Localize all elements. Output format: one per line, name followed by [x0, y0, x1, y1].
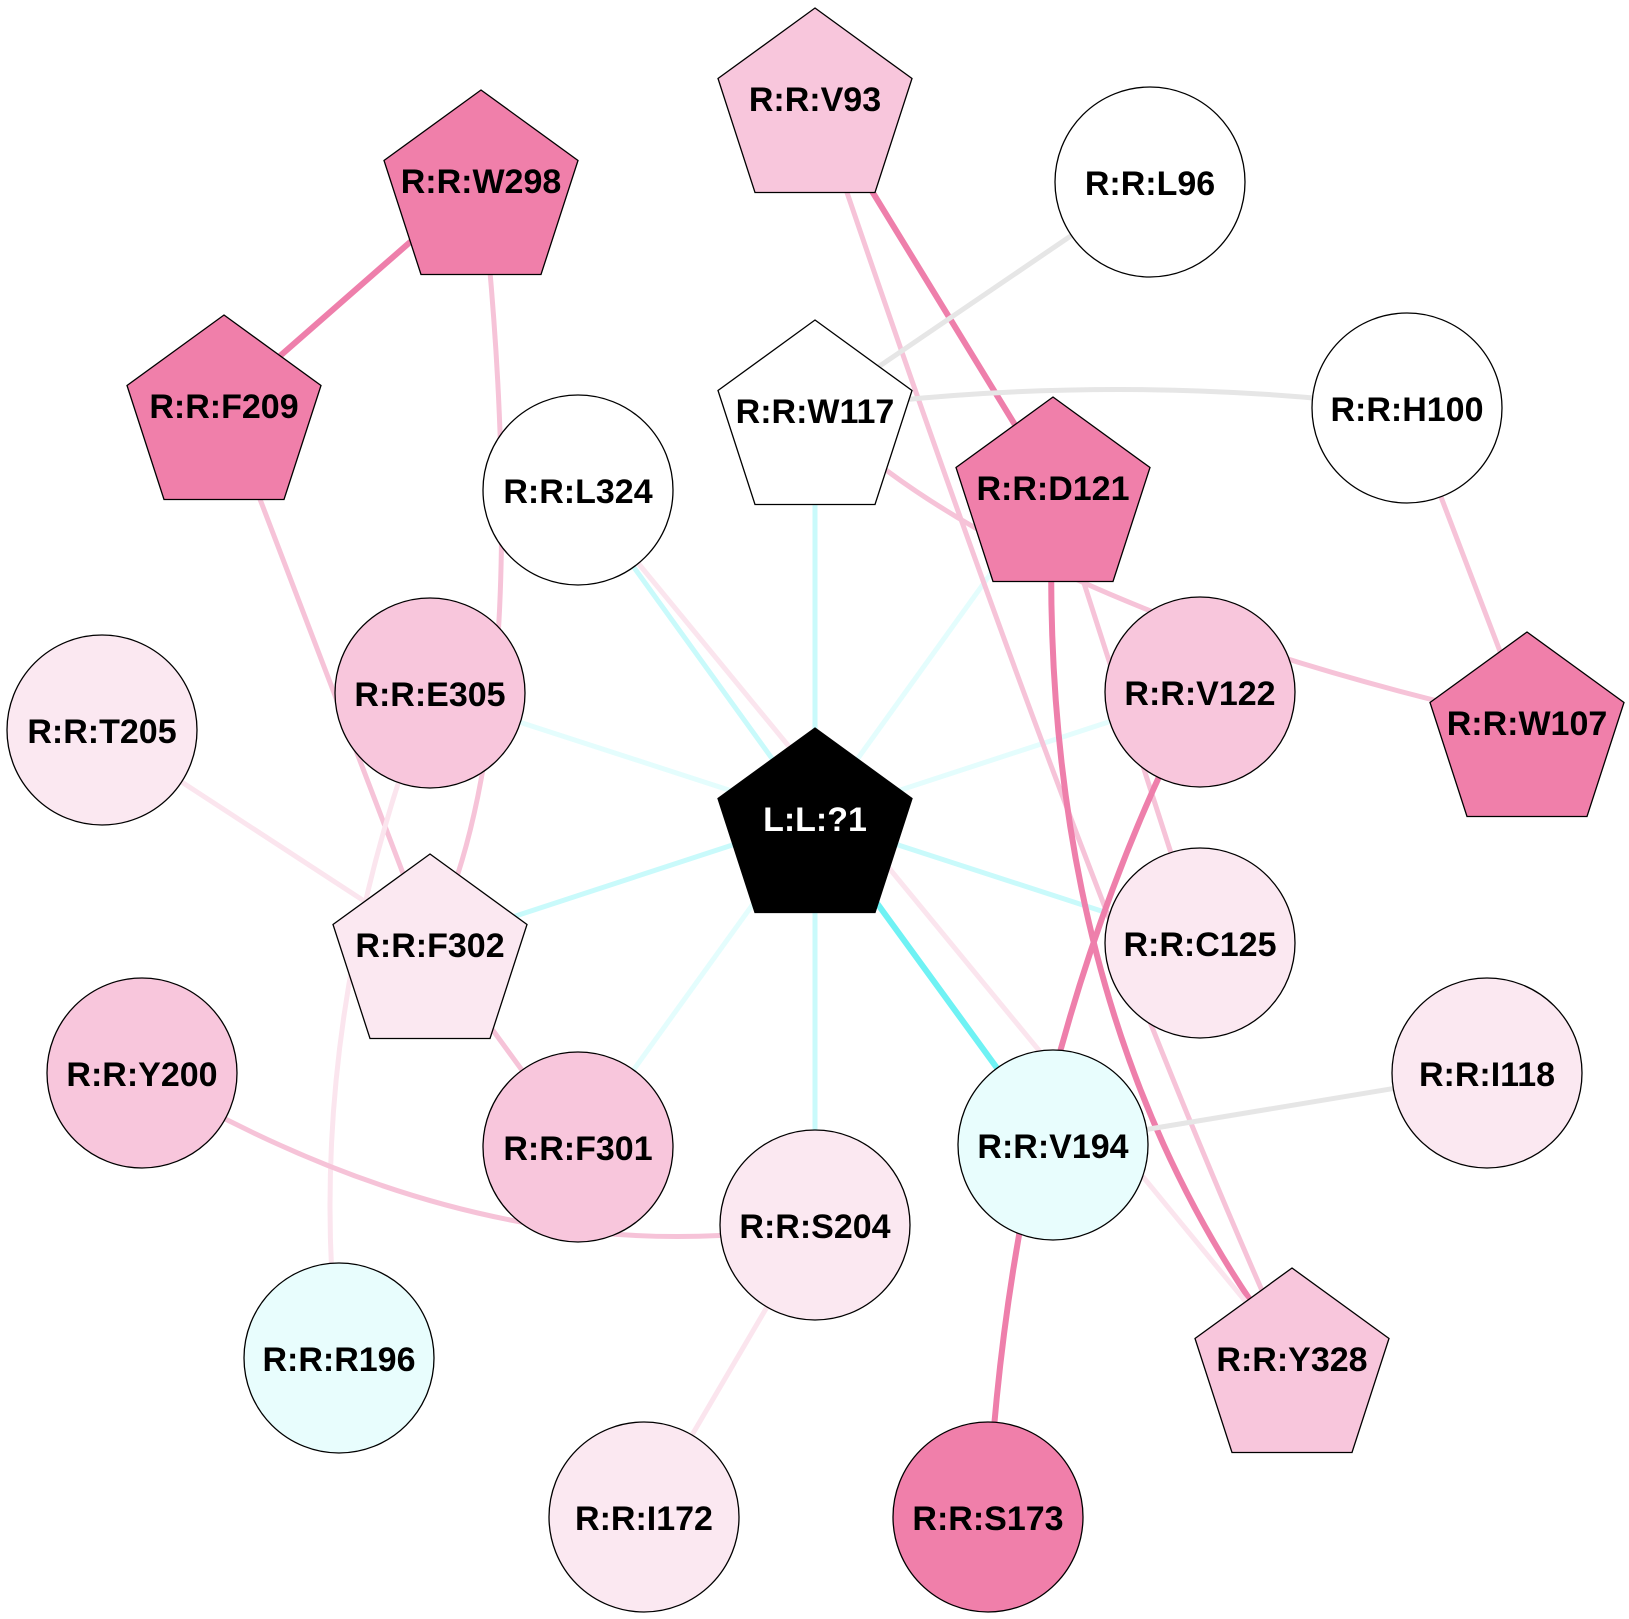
node-r-r-f301[interactable]: R:R:F301: [482, 1051, 674, 1243]
node-r-r-s204[interactable]: R:R:S204: [719, 1129, 911, 1321]
node-shape-r-r-r196: [243, 1262, 435, 1454]
node-shape-r-r-y200: [46, 977, 238, 1169]
node-label-r-r-y328: R:R:Y328: [1216, 1341, 1367, 1379]
node-label-r-r-w107: R:R:W107: [1447, 705, 1608, 743]
edge-R-R-L324-to-R-R-Y328: [575, 487, 1295, 1361]
edge-R-R-Y200-to-R-R-S204: [139, 1070, 818, 1240]
node-r-r-w117[interactable]: R:R:W117: [717, 319, 913, 506]
node-r-r-f209[interactable]: R:R:F209: [126, 314, 322, 501]
node-shape-r-r-f301: [482, 1051, 674, 1243]
node-label-r-r-w298: R:R:W298: [401, 163, 562, 201]
node-shape-r-r-l96: [1054, 86, 1246, 278]
node-label-r-r-t205: R:R:T205: [27, 713, 176, 751]
node-label-r-r-i172: R:R:I172: [575, 1500, 713, 1538]
node-shape-r-r-i118: [1391, 977, 1583, 1169]
node-r-r-f302[interactable]: R:R:F302: [332, 853, 528, 1040]
node-l-l-1[interactable]: L:L:?1: [717, 727, 913, 914]
node-shape-r-r-w107: [1429, 631, 1625, 818]
node-shape-r-r-w117: [717, 319, 913, 506]
node-label-l-l-1: L:L:?1: [763, 801, 867, 839]
node-r-r-e305[interactable]: R:R:E305: [334, 597, 526, 789]
node-label-r-r-l324: R:R:L324: [503, 473, 652, 511]
node-r-r-i172[interactable]: R:R:I172: [548, 1421, 740, 1613]
node-shape-r-r-s204: [719, 1129, 911, 1321]
node-r-r-d121[interactable]: R:R:D121: [955, 396, 1151, 583]
node-label-r-r-r196: R:R:R196: [262, 1341, 415, 1379]
node-shape-r-r-y328: [1194, 1267, 1390, 1454]
node-shape-r-r-w298: [383, 89, 579, 276]
node-shape-r-r-l324: [482, 394, 674, 586]
node-label-r-r-d121: R:R:D121: [976, 470, 1129, 508]
edge-R-R-W298-to-R-R-F302: [427, 177, 505, 947]
node-r-r-y328[interactable]: R:R:Y328: [1194, 1267, 1390, 1454]
node-shape-r-r-h100: [1311, 312, 1503, 504]
node-shape-r-r-c125: [1104, 847, 1296, 1039]
node-shape-r-r-s173: [892, 1421, 1084, 1613]
node-label-r-r-v122: R:R:V122: [1124, 675, 1275, 713]
node-r-r-i118[interactable]: R:R:I118: [1391, 977, 1583, 1169]
node-shape-r-r-d121: [955, 396, 1151, 583]
node-r-r-v194[interactable]: R:R:V194: [957, 1049, 1149, 1241]
node-label-r-r-l96: R:R:L96: [1085, 165, 1215, 203]
node-shape-r-r-t205: [6, 634, 198, 826]
node-r-r-v93[interactable]: R:R:V93: [717, 7, 913, 194]
node-r-r-h100[interactable]: R:R:H100: [1311, 312, 1503, 504]
node-r-r-t205[interactable]: R:R:T205: [6, 634, 198, 826]
node-r-r-w107[interactable]: R:R:W107: [1429, 631, 1625, 818]
node-r-r-r196[interactable]: R:R:R196: [243, 1262, 435, 1454]
node-label-r-r-f301: R:R:F301: [503, 1130, 652, 1168]
node-label-r-r-f302: R:R:F302: [355, 927, 504, 965]
node-label-r-r-e305: R:R:E305: [354, 676, 505, 714]
node-label-r-r-c125: R:R:C125: [1123, 926, 1276, 964]
node-label-r-r-i118: R:R:I118: [1419, 1056, 1555, 1094]
node-r-r-y200[interactable]: R:R:Y200: [46, 977, 238, 1169]
node-shape-r-r-e305: [334, 597, 526, 789]
node-r-r-l96[interactable]: R:R:L96: [1054, 86, 1246, 278]
node-r-r-s173[interactable]: R:R:S173: [892, 1421, 1084, 1613]
node-label-r-r-v93: R:R:V93: [749, 81, 881, 119]
node-label-r-r-y200: R:R:Y200: [66, 1056, 217, 1094]
node-label-r-r-w117: R:R:W117: [736, 393, 895, 431]
node-shape-r-r-v93: [717, 7, 913, 194]
node-shape-r-r-v122: [1104, 596, 1296, 788]
node-r-r-c125[interactable]: R:R:C125: [1104, 847, 1296, 1039]
node-label-r-r-s173: R:R:S173: [912, 1500, 1063, 1538]
node-shape-r-r-v194: [957, 1049, 1149, 1241]
node-shape-r-r-f302: [332, 853, 528, 1040]
edge-R-R-D121-to-R-R-Y328: [1048, 484, 1295, 1361]
node-label-r-r-h100: R:R:H100: [1330, 391, 1483, 429]
node-shape-l-l-1: [717, 727, 913, 914]
node-r-r-w298[interactable]: R:R:W298: [383, 89, 579, 276]
node-label-r-r-v194: R:R:V194: [977, 1128, 1128, 1166]
node-shape-r-r-i172: [548, 1421, 740, 1613]
node-label-r-r-f209: R:R:F209: [149, 388, 298, 426]
node-r-r-v122[interactable]: R:R:V122: [1104, 596, 1296, 788]
node-shape-r-r-f209: [126, 314, 322, 501]
node-r-r-l324[interactable]: R:R:L324: [482, 394, 674, 586]
node-label-r-r-s204: R:R:S204: [739, 1208, 890, 1246]
